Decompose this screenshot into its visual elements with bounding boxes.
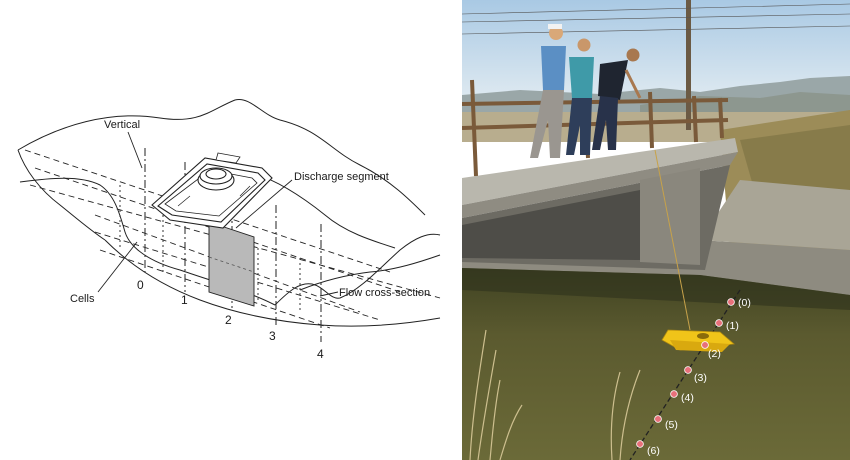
label-flow-cross-section: Flow cross-section	[339, 287, 430, 299]
station-label-1: (1)	[726, 320, 739, 332]
adcp-boat	[152, 153, 272, 228]
station-label-0: (0)	[738, 297, 751, 309]
label-cells: Cells	[70, 293, 95, 305]
station-marker-6	[637, 441, 644, 448]
vertical-number-4: 4	[317, 347, 324, 361]
discharge-segment	[209, 222, 254, 306]
station-marker-1	[716, 320, 723, 327]
leader-flow-cross-section	[320, 292, 338, 296]
station-marker-4	[671, 391, 678, 398]
station-marker-3	[685, 367, 692, 374]
leader-vertical	[128, 132, 142, 168]
field-photo: (0) (1) (2) (3) (4) (5) (6)	[462, 0, 850, 460]
vertical-number-3: 3	[269, 329, 276, 343]
station-marker-5	[655, 416, 662, 423]
vertical-number-2: 2	[225, 313, 232, 327]
vertical-number-0: 0	[137, 278, 144, 292]
label-vertical: Vertical	[104, 119, 140, 131]
station-label-4: (4)	[681, 392, 694, 404]
label-discharge-segment: Discharge segment	[294, 171, 389, 183]
terrain-bottom-edge	[105, 240, 440, 326]
diagram-panel	[18, 99, 440, 342]
terrain-left-outer	[18, 150, 105, 240]
leader-cells	[98, 242, 137, 292]
vertical-number-1: 1	[181, 293, 188, 307]
station-marker-0	[728, 299, 735, 306]
photo-power-pole	[686, 0, 691, 130]
station-label-6: (6)	[647, 445, 660, 457]
station-label-5: (5)	[665, 419, 678, 431]
station-label-3: (3)	[694, 372, 707, 384]
station-label-2: (2)	[708, 348, 721, 360]
